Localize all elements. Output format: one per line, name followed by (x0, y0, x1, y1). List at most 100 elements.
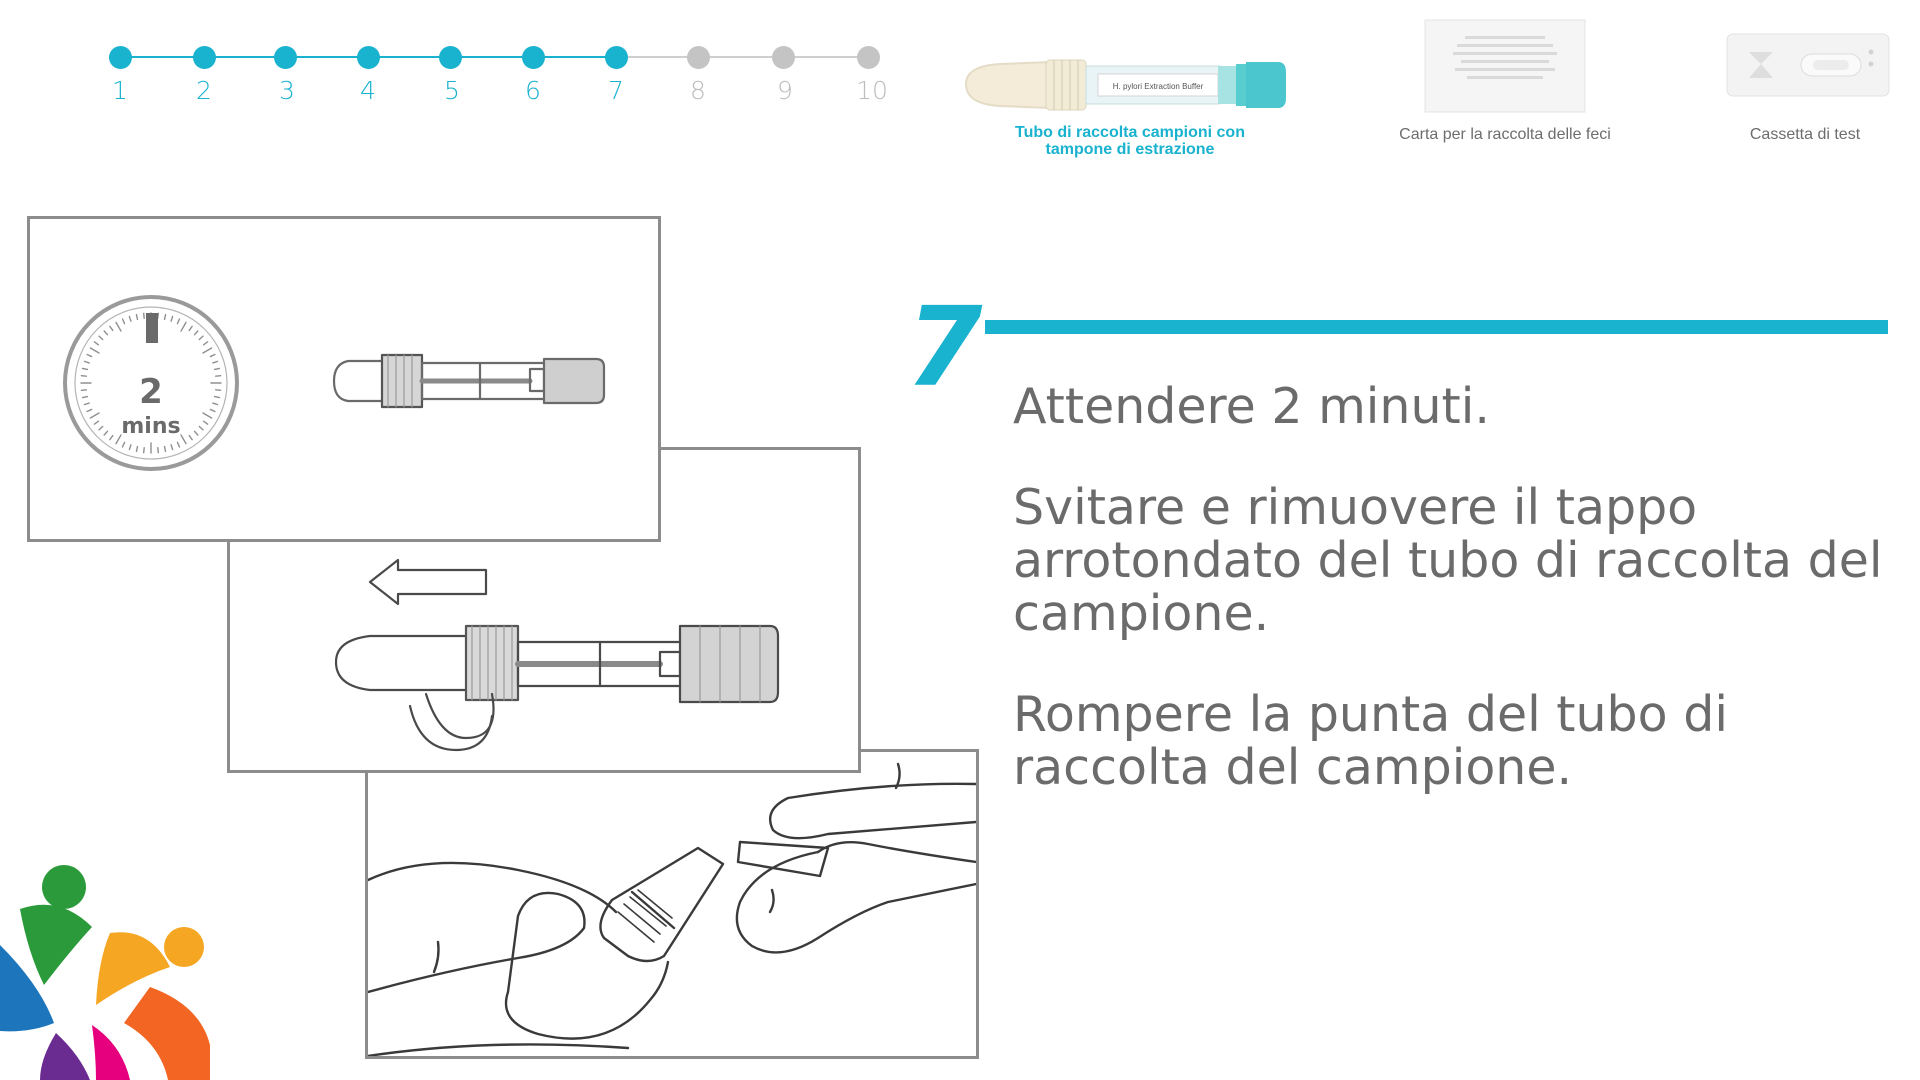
clock-tick (80, 374, 88, 377)
clock-tick (163, 445, 167, 453)
clock-tick (103, 430, 109, 436)
clock-tick (135, 445, 139, 453)
clock-tick (128, 315, 132, 322)
step-label-4: 4 (360, 76, 376, 105)
clock-tick (176, 441, 181, 448)
clock-tick (109, 325, 114, 332)
step-label-6: 6 (525, 76, 541, 105)
clock-tick (89, 347, 100, 354)
collection-paper-image (1424, 19, 1586, 113)
clock-tick (180, 434, 187, 445)
clock-tick (213, 367, 221, 371)
clock-tick (83, 402, 90, 406)
step-dot-2[interactable] (193, 46, 216, 69)
unscrew-cap-illustration (334, 558, 780, 752)
clock-tick (202, 341, 209, 346)
clock-tick (121, 441, 126, 448)
clock-tick (202, 347, 213, 354)
clock-tick (93, 420, 100, 425)
clock-tick (103, 330, 109, 336)
step-label-5: 5 (444, 76, 460, 105)
collection-tube-image: H. pylori Extraction Buffer (964, 59, 1286, 111)
clock-tick (188, 434, 193, 441)
clock-tick (213, 395, 221, 399)
clock-tick (80, 389, 88, 392)
step-dot-7[interactable] (605, 46, 628, 69)
supply-collection-paper: Carta per la raccolta delle feci (1355, 14, 1655, 143)
clock-tick (142, 312, 145, 320)
instructions-block: Attendere 2 minuti. Svitare e rimuovere … (1013, 380, 1893, 842)
clock-tick (109, 434, 114, 441)
supply-label-paper: Carta per la raccolta delle feci (1399, 126, 1611, 143)
tube-label-text: H. pylori Extraction Buffer (1113, 82, 1204, 91)
clock-tick (93, 341, 100, 346)
clock-tick (202, 420, 209, 425)
clock-tick (193, 430, 199, 436)
progress-line-todo (616, 56, 868, 58)
clock-tick (202, 412, 213, 419)
clock-tick (209, 408, 216, 413)
instruction-break-tip: Rompere la punta del tubo di raccolta de… (1013, 686, 1728, 796)
clock-tick (170, 444, 174, 451)
clock-tick (209, 353, 216, 358)
clock-tick (128, 444, 132, 451)
step-label-7: 7 (608, 76, 624, 105)
arrow-left-icon (368, 558, 488, 606)
clock-tick (81, 367, 89, 371)
supply-label-tube: Tubo di raccolta campioni con tampone di… (1015, 124, 1245, 158)
clock-tick (170, 315, 174, 322)
step-dot-5[interactable] (439, 46, 462, 69)
step-dot-1[interactable] (109, 46, 132, 69)
step-label-10: 10 (856, 76, 888, 105)
clock-tick (86, 353, 93, 358)
clock-tick (212, 402, 219, 406)
timer-value: 2 (139, 372, 163, 412)
step-label-3: 3 (279, 76, 295, 105)
step-label-9: 9 (777, 76, 793, 105)
instruction-unscrew: Svitare e rimuovere il tappo arrotondato… (1013, 479, 1883, 642)
step-dot-4[interactable] (357, 46, 380, 69)
clock-tick (157, 446, 160, 454)
timer-unit: mins (121, 414, 180, 439)
clock-tick (98, 335, 104, 341)
clock-tick (176, 318, 181, 325)
clock-tick (163, 313, 167, 321)
panel-break-tip (365, 749, 979, 1059)
step-dot-10[interactable] (857, 46, 880, 69)
step-label-8: 8 (690, 76, 706, 105)
step-dot-8[interactable] (687, 46, 710, 69)
clock-tick (214, 374, 222, 377)
clock-tick (214, 389, 222, 392)
supply-label-cassette: Cassetta di test (1749, 126, 1861, 143)
step-divider (985, 320, 1888, 334)
clock-tick (198, 425, 204, 431)
step-dot-6[interactable] (522, 46, 545, 69)
clock-tick (83, 360, 90, 364)
step-dot-3[interactable] (274, 46, 297, 69)
test-cassette-image (1726, 33, 1890, 97)
clock-tick (142, 446, 145, 454)
progress-stepper: 1 2 3 4 5 6 7 8 9 10 (0, 0, 960, 120)
clock-tick (193, 330, 199, 336)
instruction-wait: Attendere 2 minuti. (1013, 378, 1490, 435)
clock-tick (81, 395, 89, 399)
brand-logo (0, 865, 210, 1080)
clock-tick (198, 335, 204, 341)
hands-breaking-tip-illustration (366, 762, 978, 1058)
panel-timer: 2 mins (27, 216, 661, 542)
clock-tick (115, 321, 122, 332)
clock-tick (180, 321, 187, 332)
clock-tick (212, 360, 219, 364)
clock-tick (188, 325, 193, 332)
clock-tick (115, 434, 122, 445)
clock-tick (86, 408, 93, 413)
clock-tick (89, 412, 100, 419)
step-dot-9[interactable] (772, 46, 795, 69)
timer-clock-icon (63, 295, 239, 471)
supply-test-cassette: Cassetta di test (1690, 14, 1920, 143)
step-label-1: 1 (112, 76, 128, 105)
clock-tick (135, 313, 139, 321)
clock-tick (121, 318, 126, 325)
step-label-2: 2 (196, 76, 212, 105)
step-number: 7 (906, 283, 983, 411)
